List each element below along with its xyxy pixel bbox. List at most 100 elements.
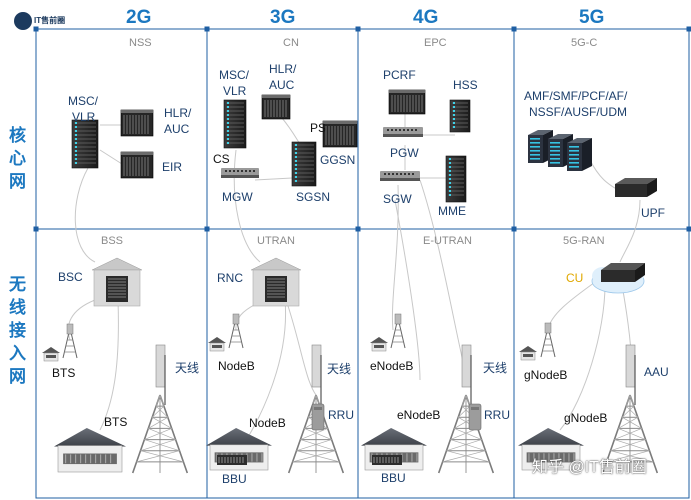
msc-vlr-2g-rack xyxy=(71,119,99,169)
5gc-server-3 xyxy=(567,138,592,171)
frame-node xyxy=(355,26,361,32)
gnodeb-small-hut xyxy=(519,346,537,361)
bbu-4g-unit xyxy=(372,455,402,465)
connection-line xyxy=(67,299,96,341)
section-epc: EPC xyxy=(424,37,447,49)
connection-line xyxy=(559,284,606,431)
rnc-shelter xyxy=(250,257,302,307)
label-cs: CS xyxy=(213,152,230,166)
label-5gc-functions-line2: NSSF/AUSF/UDM xyxy=(529,105,628,119)
label-pgw: PGW xyxy=(390,146,419,160)
sgsn-rack xyxy=(291,141,317,187)
cu-cloud xyxy=(591,263,645,294)
label-bts-small: BTS xyxy=(52,366,76,380)
connection-line xyxy=(619,199,641,263)
label-5gc-functions: AMF/SMF/PCF/AF/ xyxy=(524,89,628,103)
label-rru-3g: RRU xyxy=(328,408,354,422)
section-utran: UTRAN xyxy=(257,235,295,247)
frame-node xyxy=(686,26,691,32)
connection-line xyxy=(391,184,399,331)
label-hlr-auc-3g: HLR/ xyxy=(269,62,297,76)
label-mme: MME xyxy=(438,204,466,218)
bts-small-hut xyxy=(42,347,60,362)
frame-node xyxy=(686,226,691,232)
mme-rack xyxy=(445,155,467,203)
grid-frame xyxy=(33,26,691,499)
connection-line xyxy=(254,177,293,181)
label-antenna-4g: 天线 xyxy=(483,361,508,375)
bsc-shelter xyxy=(91,257,143,307)
connection-line xyxy=(589,159,619,191)
frame-node xyxy=(511,26,517,32)
section-5g-ran: 5G-RAN xyxy=(563,235,605,247)
gnodeb-base-house xyxy=(518,428,584,471)
bts-small-mast xyxy=(62,323,78,359)
label-sgw: SGW xyxy=(383,192,412,206)
gnodeb-antenna-tower xyxy=(601,344,659,474)
label-hss: HSS xyxy=(453,78,478,92)
frame-outer xyxy=(35,28,690,499)
label-msc-vlr-3g-line2: VLR xyxy=(223,84,247,98)
label-msc-vlr-3g: MSC/ xyxy=(219,68,249,82)
label-antenna-3g: 天线 xyxy=(327,362,352,376)
label-bbu-4g: BBU xyxy=(381,471,406,485)
label-nodeb-big: NodeB xyxy=(249,416,286,430)
label-nodeb-small: NodeB xyxy=(218,359,255,373)
hlr-auc-3g-server xyxy=(261,94,291,120)
label-enodeb-big: eNodeB xyxy=(397,408,441,422)
frame-node xyxy=(204,226,210,232)
connection-line xyxy=(285,299,317,396)
row-label-radio-access: 无线接入网 xyxy=(6,275,25,390)
frame-node xyxy=(204,26,210,32)
logo-text: IT售前圈 xyxy=(34,16,66,25)
sgw-device xyxy=(380,171,420,181)
label-msc-vlr-2g: MSC/ xyxy=(68,94,98,108)
label-gnodeb-small: gNodeB xyxy=(524,368,568,382)
label-upf: UPF xyxy=(641,206,665,220)
connection-line xyxy=(74,167,96,263)
label-bbu-3g: BBU xyxy=(222,472,247,486)
label-ggsn: GGSN xyxy=(320,153,356,167)
label-cu: CU xyxy=(566,271,584,285)
bts-antenna-tower xyxy=(131,344,189,474)
generation-5g: 5G xyxy=(579,7,605,28)
nodeb-small-mast xyxy=(228,313,244,349)
watermark: 知乎 @IT售前圈 xyxy=(532,459,647,476)
label-hlr-auc-2g: HLR/ xyxy=(164,106,192,120)
logo-icon xyxy=(14,12,32,30)
label-bsc: BSC xyxy=(58,270,83,284)
label-rru-4g: RRU xyxy=(484,408,510,422)
enodeb-small-mast xyxy=(390,313,406,349)
frame-node xyxy=(33,226,39,232)
gnodeb-small-mast xyxy=(540,322,556,358)
enodeb-antenna-tower xyxy=(437,344,495,474)
connection-line xyxy=(99,149,123,165)
ps-server xyxy=(322,120,358,148)
frame-node xyxy=(33,26,39,32)
bbu-3g-unit xyxy=(217,455,247,465)
nodeb-small-hut xyxy=(208,337,226,352)
hlr-auc-2g-server xyxy=(120,109,154,137)
upf-device xyxy=(615,178,657,197)
generation-4g: 4G xyxy=(413,7,439,28)
section-5g-c: 5G-C xyxy=(571,37,598,49)
frame-node xyxy=(511,226,517,232)
section-nss: NSS xyxy=(129,37,152,49)
connection-line xyxy=(99,299,119,431)
section-cn: CN xyxy=(283,37,299,49)
label-hlr-auc-2g-line2: AUC xyxy=(164,122,190,136)
label-enodeb-small: eNodeB xyxy=(370,359,414,373)
section-bss: BSS xyxy=(101,235,124,247)
enodeb-small-hut xyxy=(370,337,388,352)
mgw-device xyxy=(221,168,259,178)
label-msc-vlr-2g-line2: VLR xyxy=(72,110,96,124)
label-mgw: MGW xyxy=(222,190,253,204)
label-rnc: RNC xyxy=(217,271,243,285)
label-hlr-auc-3g-line2: AUC xyxy=(269,78,295,92)
connection-line xyxy=(547,279,599,331)
bts-base-house xyxy=(54,428,126,473)
connection-line xyxy=(233,149,261,263)
label-ps: PS xyxy=(310,121,327,135)
